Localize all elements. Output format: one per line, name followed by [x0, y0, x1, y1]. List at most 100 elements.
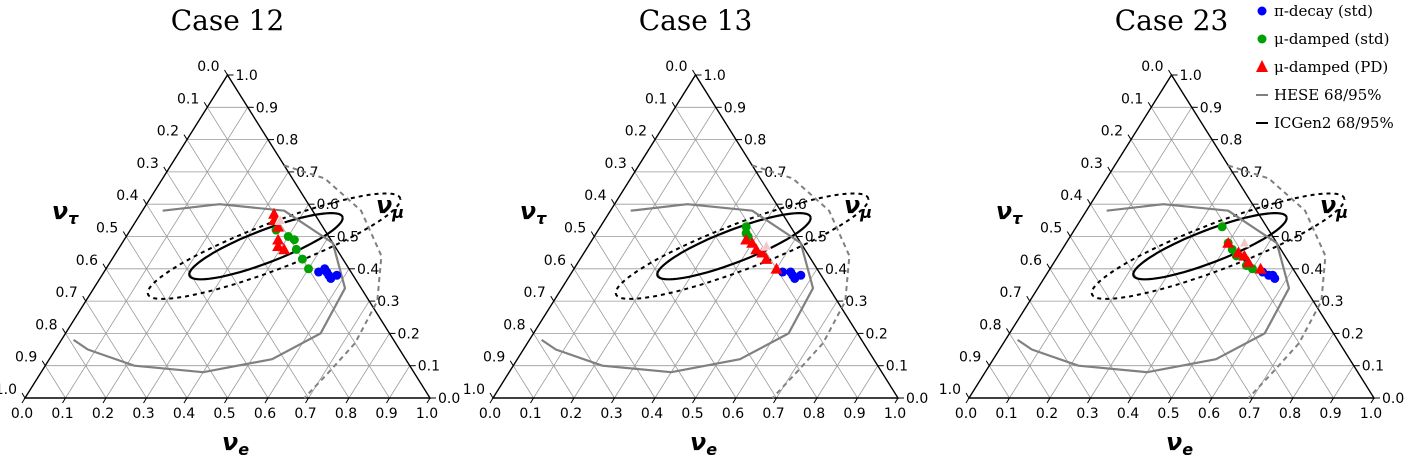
tick-label-mu: 0.6 [785, 197, 807, 213]
legend-item-1: μ-damped (std) [1257, 30, 1389, 48]
legend-item-3: HESE 68/95% [1256, 86, 1382, 104]
tick-label-mu: 0.8 [1220, 133, 1242, 149]
tick-mark [1006, 397, 1010, 404]
tick-label-tau: 0.6 [1020, 253, 1042, 269]
tick-label-tau: 0.1 [177, 91, 199, 107]
tick-mark [143, 198, 147, 205]
tick-label-tau: 1.0 [463, 382, 485, 398]
tick-label-e: 0.0 [955, 406, 977, 422]
tick-label-mu: 0.3 [1321, 294, 1343, 310]
tick-label-tau: 1.0 [939, 382, 961, 398]
tick-mark [965, 392, 970, 399]
tick-mark [692, 69, 696, 76]
series-pi-decay [778, 267, 806, 283]
tick-label-mu: 0.7 [296, 165, 318, 181]
tick-mark [426, 397, 431, 404]
tick-label-e: 0.6 [1198, 406, 1220, 422]
grid-line-e [695, 236, 798, 399]
tick-label-tau: 0.6 [76, 253, 98, 269]
tick-label-mu: 0.2 [398, 326, 420, 342]
data-point [272, 233, 285, 245]
tick-mark [813, 397, 818, 404]
tick-mark [509, 360, 514, 366]
data-point [1254, 262, 1267, 274]
tick-mark [611, 397, 615, 404]
tick-mark [692, 397, 696, 404]
tick-mark [550, 295, 555, 302]
grid-line-e [533, 107, 717, 399]
tick-label-mu: 0.4 [1301, 262, 1323, 278]
tick-label-tau: 0.2 [157, 124, 179, 140]
grid-line-tau [988, 365, 1010, 399]
grid-line-e [308, 300, 370, 399]
hese-68-contour [72, 203, 347, 374]
series-mu-damped-pd [1222, 236, 1267, 274]
tick-label-mu: 0.4 [825, 262, 847, 278]
grid-line-e [1292, 333, 1334, 399]
tick-label-e: 0.9 [1319, 406, 1341, 422]
grid-line-e [1252, 300, 1314, 399]
tick-label-e: 0.6 [722, 406, 744, 422]
tick-mark [62, 397, 66, 404]
tick-label-tau: 0.0 [665, 59, 687, 75]
tick-label-tau: 0.4 [116, 188, 138, 204]
tick-mark [1066, 231, 1071, 237]
grid-line-tau [125, 236, 228, 399]
tick-label-tau: 0.5 [1040, 221, 1062, 237]
hese-68-contour [540, 203, 815, 374]
legend-label: ICGen2 68/95% [1274, 114, 1394, 132]
data-point [1238, 249, 1251, 261]
grid-line-tau [65, 333, 107, 399]
tick-mark [1006, 328, 1010, 334]
series-mu-damped-pd [268, 207, 291, 255]
hese-95-contour [283, 164, 383, 399]
series-pi-decay [314, 264, 342, 283]
legend-marker [1256, 60, 1268, 72]
tick-mark [732, 397, 737, 404]
tick-mark [163, 166, 168, 173]
series-mu-damped-std [271, 225, 313, 274]
data-point [304, 264, 313, 274]
tick-label-e: 0.5 [681, 406, 703, 422]
icgen2-68-contour [1132, 212, 1288, 281]
grid-line-tau [44, 365, 66, 399]
data-point [746, 236, 759, 248]
legend-label: μ-damped (PD) [1274, 58, 1388, 76]
tick-label-tau: 0.2 [625, 124, 647, 140]
tick-label-e: 0.8 [335, 406, 357, 422]
data-point [297, 254, 307, 264]
tick-mark [631, 166, 636, 173]
tick-mark [102, 263, 107, 270]
grid-line-e [146, 171, 289, 399]
series-mu-damped-pd [740, 233, 783, 274]
tick-label-tau: 0.3 [1080, 156, 1102, 172]
data-point [760, 253, 773, 264]
tick-label-e: 0.9 [843, 406, 865, 422]
data-point [268, 207, 281, 219]
tick-mark [1330, 397, 1334, 404]
tick-mark [1127, 397, 1132, 404]
icgen2-95-contour [146, 192, 402, 300]
tick-label-e: 1.0 [416, 406, 438, 422]
tick-label-mu: 0.5 [1281, 230, 1303, 246]
legend: π-decay (std) μ-damped (std) μ-damped (PD)… [1256, 2, 1394, 132]
tick-label-tau: 1.0 [0, 382, 17, 398]
tick-label-e: 0.0 [11, 406, 33, 422]
grid-line-tau [634, 171, 777, 399]
tick-label-e: 0.3 [600, 406, 622, 422]
legend-item-0: π-decay (std) [1257, 2, 1373, 20]
tick-label-tau: 0.4 [1060, 188, 1082, 204]
tick-mark [489, 397, 494, 404]
tick-label-mu: 0.7 [764, 165, 786, 181]
axis-label-nu-tau: ντ [520, 197, 547, 228]
data-point [272, 240, 285, 251]
tick-mark [1249, 397, 1253, 404]
tick-mark [489, 392, 494, 399]
tick-label-mu: 0.2 [866, 326, 888, 342]
tick-label-e: 0.9 [375, 406, 397, 422]
grid-line-e [389, 365, 411, 399]
tick-label-mu: 0.5 [805, 230, 827, 246]
grid-line-e [614, 171, 757, 399]
grid-line-tau [512, 365, 534, 399]
